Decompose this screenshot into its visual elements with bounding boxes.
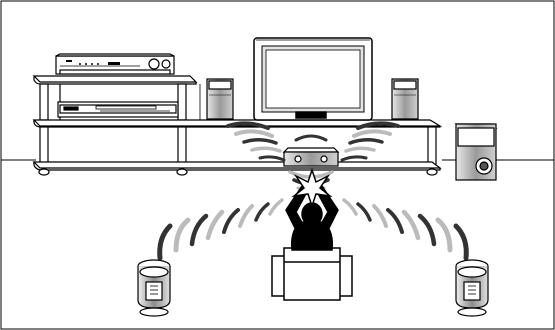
armchair (272, 248, 352, 300)
vcr (58, 102, 178, 117)
center-speaker (284, 148, 338, 166)
front-right-speaker (392, 79, 418, 119)
front-left-speaker (207, 79, 233, 119)
subwoofer (456, 124, 496, 180)
television (254, 38, 372, 120)
dvd-player (56, 54, 174, 74)
